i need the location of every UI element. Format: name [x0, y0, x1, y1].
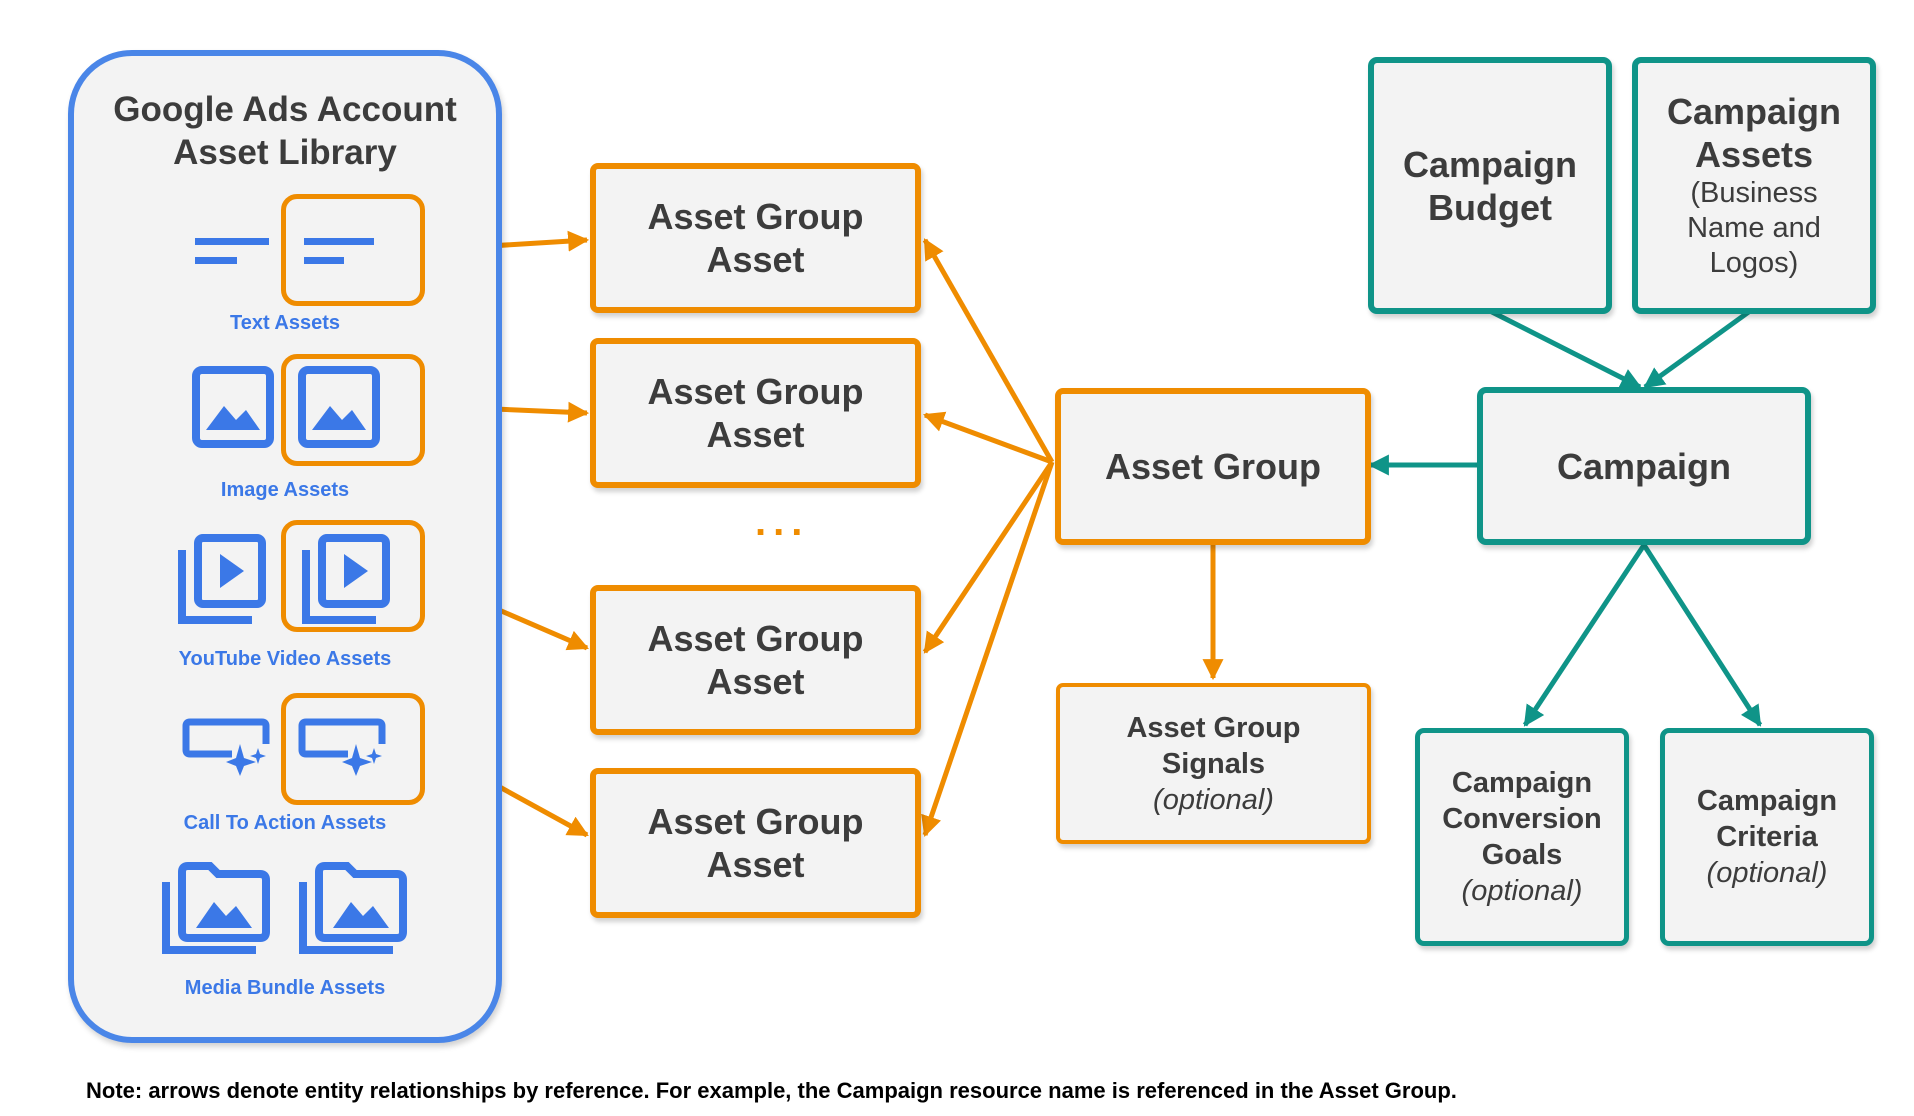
asset-group-asset-box: Asset Group Asset [590, 768, 921, 918]
video-asset-icon [302, 534, 390, 624]
text-asset-icon [195, 238, 269, 264]
campaign-budget-box: Campaign Budget [1368, 57, 1612, 314]
call-to-action-icon [298, 718, 386, 776]
media-bundle-icon [299, 862, 407, 954]
more-ellipsis: ... [755, 500, 810, 544]
campaign-assets-box: Campaign Assets (Business Name and Logos… [1632, 57, 1876, 314]
asset-group-asset-box: Asset Group Asset [590, 338, 921, 488]
text-asset-icon [304, 238, 374, 264]
cta-asset-selected [281, 693, 425, 805]
arrow-campaign-to-criteria [1641, 543, 1763, 727]
arrow-ag-to-aga-2 [923, 411, 1053, 465]
image-asset-icon [192, 366, 274, 448]
campaign-box: Campaign [1477, 387, 1811, 545]
footnote: Note: arrows denote entity relationships… [86, 1078, 1457, 1103]
arrow-ag-to-aga-3 [922, 460, 1055, 654]
image-assets-label: Image Assets [220, 479, 350, 501]
video-asset-selected [281, 520, 425, 632]
campaign-conversion-goals-box: Campaign Conversion Goals (optional) [1415, 728, 1629, 946]
media-bundle-assets-label: Media Bundle Assets [184, 977, 386, 999]
asset-group-asset-box: Asset Group Asset [590, 163, 921, 313]
asset-group-box: Asset Group [1055, 388, 1371, 545]
text-asset-selected [281, 194, 425, 306]
arrow-assets-to-campaign [1643, 308, 1752, 390]
media-bundle-icon [162, 862, 270, 954]
arrow-campaign-to-goals [1522, 543, 1647, 727]
text-assets-label: Text Assets [229, 312, 341, 334]
arrow-budget-to-campaign [1488, 308, 1642, 390]
asset-group-signals-box: Asset Group Signals (optional) [1056, 683, 1371, 844]
arrow-ag-to-aga-4 [921, 461, 1055, 837]
call-to-action-icon [182, 718, 270, 776]
campaign-criteria-box: Campaign Criteria (optional) [1660, 728, 1874, 946]
cta-assets-label: Call To Action Assets [183, 812, 387, 834]
video-assets-label: YouTube Video Assets [178, 648, 392, 670]
library-title-line2: Asset Library [173, 133, 397, 172]
video-asset-icon [178, 534, 266, 624]
arrow-ag-to-aga-1 [922, 238, 1055, 464]
image-asset-selected [281, 354, 425, 466]
asset-library-title: Google Ads Account Asset Library [68, 88, 502, 174]
image-asset-icon [298, 366, 380, 448]
asset-group-asset-box: Asset Group Asset [590, 585, 921, 735]
library-title-line1: Google Ads Account [113, 90, 457, 129]
